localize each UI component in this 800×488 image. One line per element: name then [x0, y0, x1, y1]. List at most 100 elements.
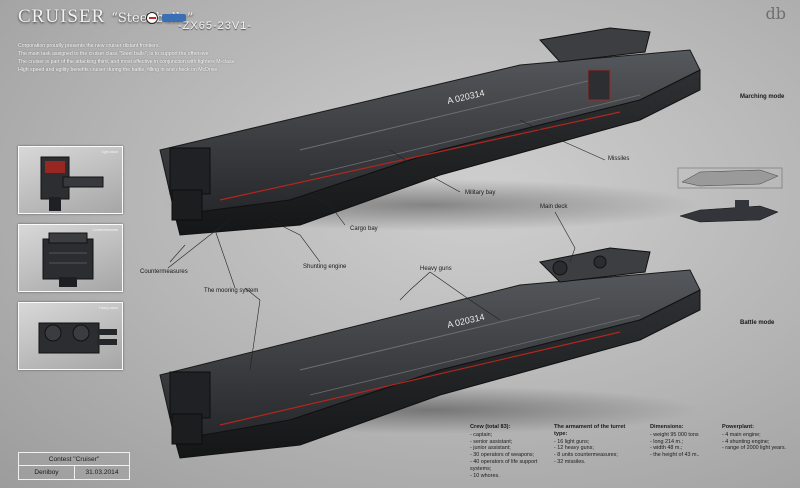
turret — [593, 255, 607, 269]
model-code: -ZX65-23V1- — [178, 20, 252, 32]
missile-bay — [587, 69, 611, 101]
description-line: The cruiser is part of the attacking thi… — [18, 59, 236, 65]
callout-countermeasures: Countermeasures — [140, 269, 188, 275]
deck-seam — [309, 94, 641, 176]
leader-heavy-guns-2 — [399, 271, 431, 301]
battle-mode-label: Battle mode — [740, 320, 775, 326]
leader-shunting-engine — [269, 219, 321, 263]
spec-item: - junior assistant; — [470, 445, 511, 452]
deck-seam — [309, 314, 641, 396]
bridge-tower — [538, 247, 651, 283]
blueprint-hull-dark — [679, 205, 779, 223]
leader-countermeasures — [167, 219, 231, 269]
blueprint-side-view — [679, 200, 779, 223]
contest-meta-row: Deniboy 31.03.2014 — [19, 466, 129, 479]
spec-item: - 32 missiles. — [554, 458, 586, 465]
hull-deck — [159, 49, 701, 216]
spec-dimensions-title: Dimensions: — [650, 424, 684, 430]
spec-armament: The armament of the turret type: - 16 li… — [554, 424, 640, 466]
blueprint-hull — [681, 169, 779, 187]
spec-item: - 10 whores. — [470, 472, 500, 479]
leader-countermeasures-2 — [169, 244, 186, 263]
spec-item: - senior assistant; — [470, 438, 513, 445]
page-title: CRUISER — [18, 6, 106, 27]
thumbnail-countermeasures: Countermeasures — [18, 224, 123, 292]
leader-heavy-guns — [429, 271, 501, 321]
callout-leaders — [167, 119, 606, 371]
contest-title: Contest "Cruiser" — [48, 455, 100, 463]
hull-marking: A 020314 — [446, 88, 485, 106]
red-stripe — [219, 331, 621, 426]
spec-item: - captain; — [470, 431, 493, 438]
leader-main-deck — [554, 211, 576, 263]
engine-block — [171, 413, 203, 445]
spec-item: - 4 main engine; — [722, 431, 761, 438]
light-canon-render — [40, 156, 104, 211]
thumbnail-light-canon: Light canon — [18, 146, 123, 214]
author-signature: db — [765, 4, 786, 23]
spec-dimensions: Dimensions: - weight 95 000 tons - long … — [650, 424, 716, 459]
contest-author: Deniboy — [34, 469, 59, 476]
description-line: Corporation proudly presents the new cru… — [18, 43, 160, 49]
thumbnail-label: Countermeasures — [92, 228, 118, 232]
contest-date: 31.03.2014 — [74, 466, 129, 479]
hull-side — [174, 69, 701, 236]
thumbnail-heavy-canon: Heavy canon — [18, 302, 123, 370]
leader-cargo-bay — [309, 194, 346, 226]
callout-heavy-guns: Heavy guns — [420, 266, 452, 272]
spec-item: - the height of 43 m.. — [650, 452, 700, 459]
ship-shadow — [160, 179, 700, 231]
spec-item: - 4 shunting engine; — [722, 438, 770, 445]
spec-item: - weight 95 000 tons — [650, 431, 699, 438]
spec-item: - 30 operators of weapons; — [470, 452, 535, 459]
callout-shunting-engine: Shunting engine — [303, 264, 347, 270]
thumbnail-label: Light canon — [101, 150, 118, 154]
leader-mooring-system — [214, 229, 236, 289]
callout-missiles: Missiles — [608, 156, 630, 162]
spec-item: - 8 units countermeasures; — [554, 452, 618, 459]
heavy-canon-render — [38, 322, 117, 354]
blueprint-frame — [677, 167, 783, 189]
engine-block — [171, 189, 203, 221]
leader-military-bay — [389, 149, 461, 193]
red-stripe — [219, 111, 621, 201]
thumbnail-label: Heavy canon — [99, 306, 118, 310]
leader-missiles — [519, 119, 606, 161]
callout-military-bay: Military bay — [465, 190, 496, 196]
turret — [552, 260, 568, 276]
spec-item: - width 48 m.; — [650, 445, 683, 452]
hull-marking: A 020314 — [446, 312, 485, 330]
logo-emblem-icon — [146, 12, 158, 24]
spec-item: - 16 light guns; — [554, 438, 590, 445]
spec-powerplant: Powerplant: - 4 main engine; - 4 shuntin… — [722, 424, 796, 452]
description: Corporation proudly presents the new cru… — [18, 42, 318, 74]
header: CRUISER “Steel balls” -ZX65-23V1- db — [0, 0, 800, 42]
stern-block — [169, 147, 211, 195]
spec-item: - 12 heavy guns; — [554, 445, 594, 452]
contest-title-row: Contest "Cruiser" — [19, 453, 129, 466]
stern-block — [169, 371, 211, 419]
spec-armament-title: The armament of the turret type: — [554, 424, 626, 437]
spec-powerplant-title: Powerplant: — [722, 424, 755, 430]
spec-crew: Crew (total 83): - captain; - senior ass… — [470, 424, 548, 479]
callout-main-deck: Main deck — [540, 204, 568, 210]
leader-mooring-system-2 — [244, 287, 261, 371]
marching-mode-label: Marching mode — [740, 94, 785, 100]
callout-cargo-bay: Cargo bay — [350, 226, 378, 232]
spec-crew-title: Crew (total 83): — [470, 424, 511, 430]
countermeasures-render — [42, 232, 94, 287]
logo-badge-icon — [162, 14, 186, 22]
deck-seam — [299, 77, 601, 151]
spec-item: - long 214 m.; — [650, 438, 683, 445]
hull-deck — [159, 269, 701, 441]
spec-item: - 40 operators of life support systems; — [470, 458, 538, 472]
description-line: The main task assigned to the cruiser cl… — [18, 51, 210, 57]
blueprint-top-view — [677, 167, 783, 189]
blueprint-tower — [735, 200, 749, 208]
description-line: High speed and agility benefits cruiser … — [18, 67, 219, 73]
callout-mooring-system: The mooring system — [204, 288, 259, 294]
spec-item: - range of 2000 light years. — [722, 445, 787, 452]
corporation-logo — [146, 12, 186, 24]
deck-seam — [299, 297, 601, 371]
contest-box: Contest "Cruiser" Deniboy 31.03.2014 — [18, 452, 130, 480]
